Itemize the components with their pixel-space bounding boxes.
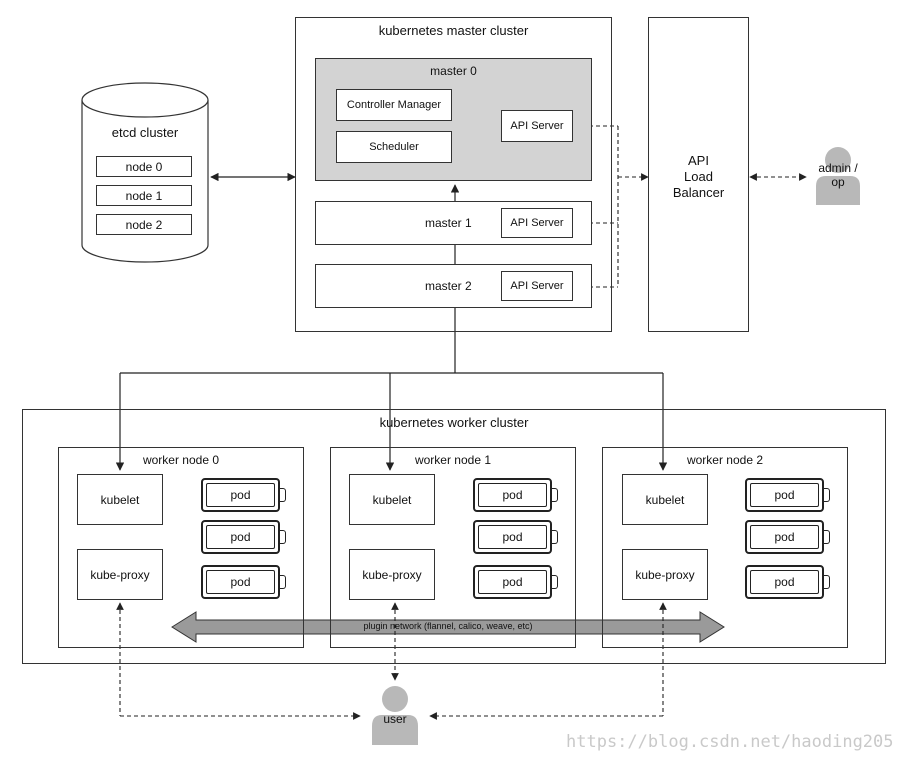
plugin-network-arrow: [171, 611, 725, 643]
pod-cap: [824, 530, 830, 544]
pod-0-2: pod: [201, 565, 286, 599]
api-server-master-2: API Server: [501, 271, 573, 301]
watermark-text: https://blog.csdn.net/haoding205: [566, 732, 894, 752]
pod-label: pod: [206, 525, 275, 549]
load-balancer-line-3: Balancer: [672, 185, 725, 200]
pod-1-0: pod: [473, 478, 558, 512]
worker-node-1-title: worker node 1: [414, 453, 492, 467]
worker-node-0: [58, 447, 304, 648]
pod-label: pod: [750, 525, 819, 549]
pod-cap: [824, 575, 830, 589]
worker-node-2-title: worker node 2: [686, 453, 764, 467]
admin-label-line-2: op: [831, 175, 845, 189]
pod-cap: [280, 530, 286, 544]
master-0-title: master 0: [430, 64, 477, 78]
api-server-master-0: API Server: [501, 110, 573, 142]
pod-cap: [552, 530, 558, 544]
admin-person-icon: [816, 147, 860, 205]
api-load-balancer: [648, 17, 749, 332]
pod-cap: [280, 575, 286, 589]
master-2-title: master 2: [425, 279, 472, 293]
pod-2-1: pod: [745, 520, 830, 554]
pod-cap: [552, 575, 558, 589]
pod-label: pod: [478, 483, 547, 507]
pod-cap: [824, 488, 830, 502]
master-1-title: master 1: [425, 216, 472, 230]
master-cluster: [295, 17, 612, 332]
kube-proxy-1: kube-proxy: [349, 549, 435, 600]
load-balancer-line-2: Load: [684, 169, 713, 184]
load-balancer-line-1: API: [688, 153, 709, 168]
etcd-title: etcd cluster: [111, 125, 179, 140]
etcd-node-0: node 0: [96, 156, 192, 177]
pod-label: pod: [206, 483, 275, 507]
pod-label: pod: [750, 483, 819, 507]
user-person-icon: [372, 686, 418, 745]
kubelet-0: kubelet: [77, 474, 163, 525]
proxy-user-dashed-links: [116, 602, 667, 720]
worker-cluster: [22, 409, 886, 664]
api-server-master-1: API Server: [501, 208, 573, 238]
controller-manager: Controller Manager: [336, 89, 452, 121]
kubelet-2: kubelet: [622, 474, 708, 525]
pod-0-1: pod: [201, 520, 286, 554]
pod-1-2: pod: [473, 565, 558, 599]
worker-node-1: [330, 447, 576, 648]
pod-2-0: pod: [745, 478, 830, 512]
plugin-network-label: plugin network (flannel, calico, weave, …: [363, 621, 533, 631]
kube-proxy-2: kube-proxy: [622, 549, 708, 600]
pod-label: pod: [750, 570, 819, 594]
etcd-node-1: node 1: [96, 185, 192, 206]
master-cluster-title: kubernetes master cluster: [378, 23, 529, 38]
user-label: user: [383, 712, 407, 726]
pod-label: pod: [478, 570, 547, 594]
pod-2-2: pod: [745, 565, 830, 599]
pod-label: pod: [206, 570, 275, 594]
pod-cap: [280, 488, 286, 502]
worker-node-2: [602, 447, 848, 648]
worker-cluster-title: kubernetes worker cluster: [379, 415, 529, 430]
kube-proxy-0: kube-proxy: [77, 549, 163, 600]
scheduler: Scheduler: [336, 131, 452, 163]
pod-0-0: pod: [201, 478, 286, 512]
worker-node-0-title: worker node 0: [142, 453, 220, 467]
pod-label: pod: [478, 525, 547, 549]
admin-label-line-1: admin /: [818, 161, 858, 175]
kubelet-1: kubelet: [349, 474, 435, 525]
pod-cap: [552, 488, 558, 502]
pod-1-1: pod: [473, 520, 558, 554]
etcd-node-2: node 2: [96, 214, 192, 235]
